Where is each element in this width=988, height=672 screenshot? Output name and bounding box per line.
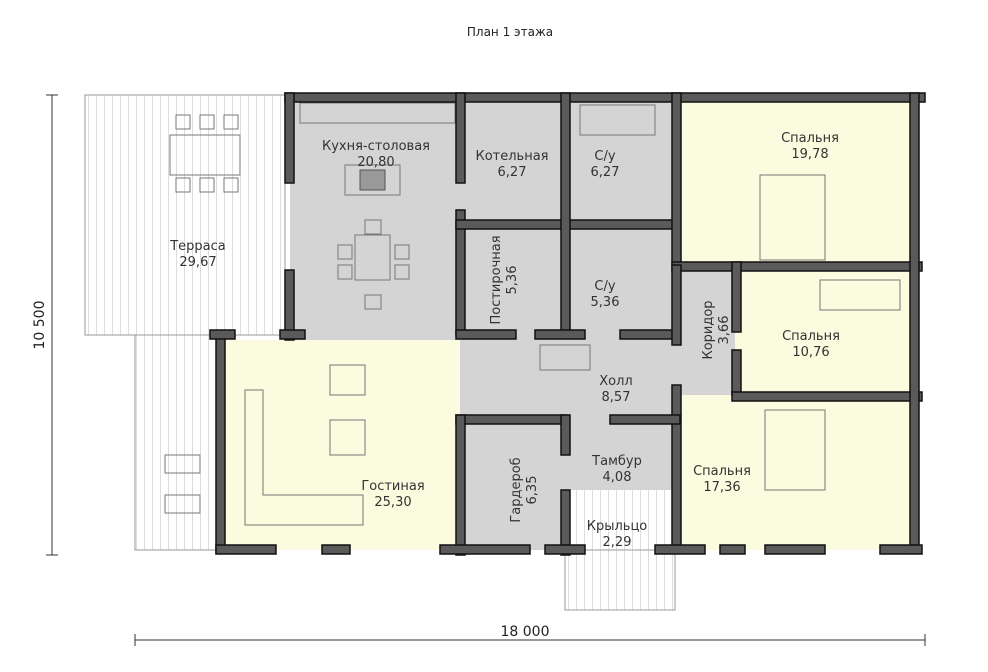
room-hall	[460, 335, 675, 420]
room-living	[220, 340, 460, 550]
lounger-1	[164, 454, 201, 474]
sofa	[244, 389, 364, 526]
room-name: Гостиная	[361, 479, 424, 494]
room-laundry	[460, 225, 565, 335]
room-area: 5,36	[591, 295, 620, 310]
room-labels: Терраса 29,67 Кухня-столовая 20,80 Котел…	[169, 131, 840, 550]
room-name: Тамбур	[591, 454, 642, 469]
dimension-width: 18 000	[134, 624, 926, 646]
room-area: 29,67	[179, 255, 216, 270]
bed-1	[759, 174, 826, 261]
room-area: 6,35	[525, 476, 540, 505]
terrace-table	[169, 134, 241, 176]
room-name: Коридор	[701, 300, 716, 359]
room-name: Спальня	[781, 131, 839, 146]
room-name: Холл	[599, 374, 632, 389]
walls	[209, 92, 926, 556]
rooms	[220, 95, 920, 550]
room-wardrobe	[460, 420, 565, 550]
room-boiler	[460, 95, 565, 225]
height-dimension-label: 10 500	[32, 301, 48, 350]
room-area: 4,08	[603, 470, 632, 485]
furniture	[164, 102, 901, 526]
room-area: 3,66	[717, 316, 732, 345]
room-bedroom-2	[735, 265, 920, 395]
room-name: С/у	[594, 149, 615, 164]
room-area: 25,30	[374, 495, 411, 510]
room-area: 2,29	[603, 535, 632, 550]
room-bedroom-3	[675, 395, 920, 550]
porch-area	[565, 490, 675, 550]
room-bedroom-1	[675, 95, 920, 265]
kitchen-counter	[299, 102, 456, 124]
room-name: С/у	[594, 279, 615, 294]
room-vestibule	[565, 420, 675, 490]
room-area: 10,76	[792, 345, 829, 360]
room-name: Спальня	[693, 464, 751, 479]
cooktop	[359, 169, 386, 191]
plan-title: План 1 этажа	[467, 25, 553, 39]
width-dimension-label: 18 000	[501, 624, 550, 640]
room-bath-2	[565, 225, 675, 335]
coffee-table	[329, 419, 366, 456]
dining-table	[354, 234, 391, 281]
bathtub	[579, 104, 656, 136]
room-area: 19,78	[791, 147, 828, 162]
room-area: 20,80	[357, 155, 394, 170]
room-kitchen	[290, 95, 460, 340]
hall-bench	[539, 344, 591, 371]
room-area: 6,27	[498, 165, 527, 180]
room-name: Гардероб	[509, 457, 524, 522]
armchair	[329, 364, 366, 396]
room-name: Постирочная	[489, 235, 504, 324]
room-name: Котельная	[475, 149, 548, 164]
room-name: Крыльцо	[587, 519, 648, 534]
room-corridor	[675, 265, 735, 395]
room-bath-1	[565, 95, 675, 225]
room-name: Терраса	[169, 239, 226, 254]
bed-2	[819, 279, 901, 311]
room-area: 6,27	[591, 165, 620, 180]
lounger-2	[164, 494, 201, 514]
room-area: 17,36	[703, 480, 740, 495]
room-area: 5,36	[505, 266, 520, 295]
porch-steps	[564, 549, 676, 611]
room-name: Спальня	[782, 329, 840, 344]
dimension-height: 10 500	[32, 94, 58, 556]
room-area: 8,57	[602, 390, 631, 405]
kitchen-island	[344, 164, 401, 196]
room-name: Кухня-столовая	[322, 139, 430, 154]
bed-3	[764, 409, 826, 491]
